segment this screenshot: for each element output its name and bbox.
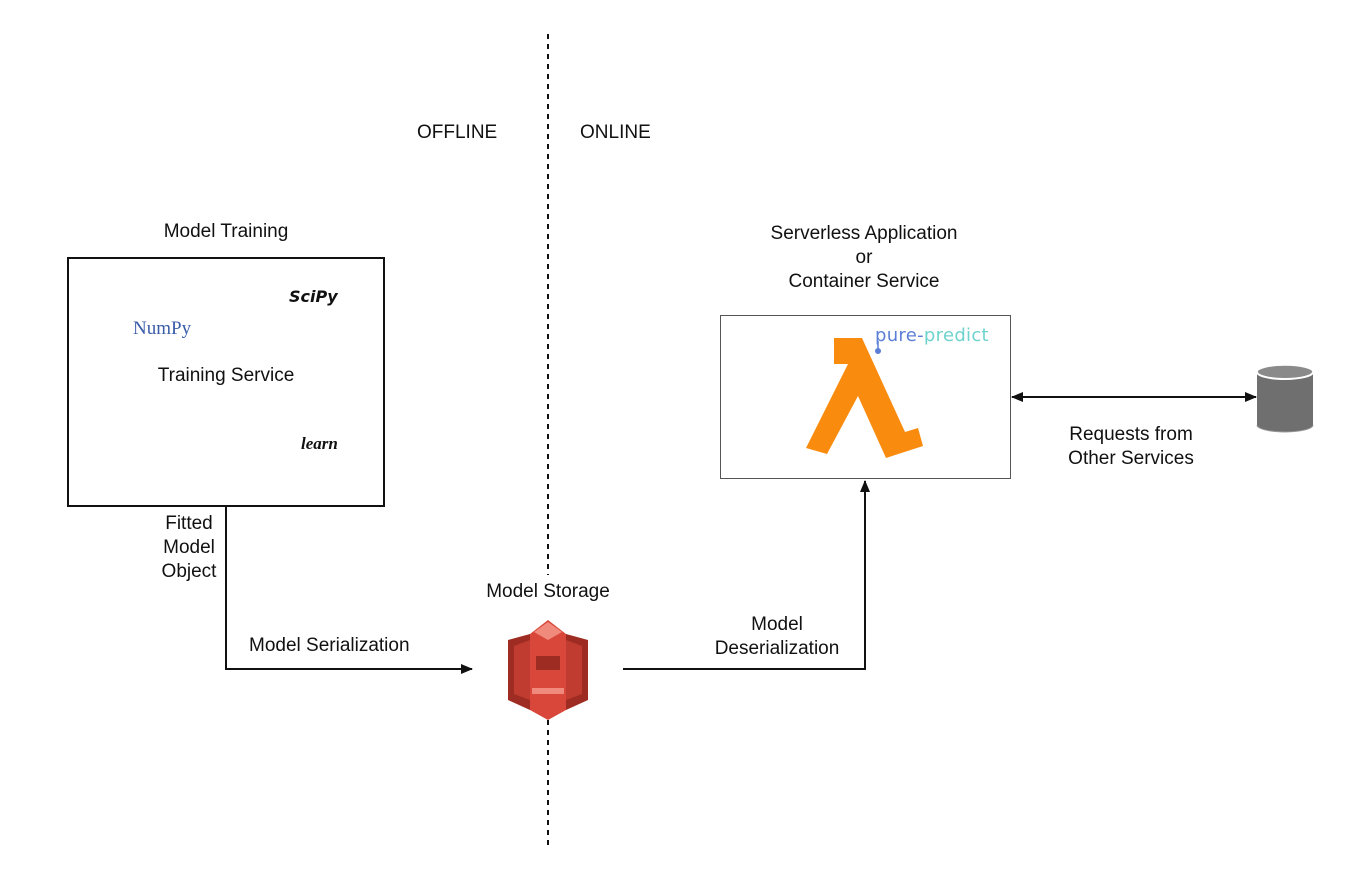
deserialization-label-line1: Model <box>751 614 803 635</box>
lambda-icon <box>806 338 923 458</box>
training-service-box[interactable] <box>67 257 385 507</box>
model-training-title: Model Training <box>163 221 289 242</box>
serialization-label: Model Serialization <box>249 635 410 656</box>
model-storage-title: Model Storage <box>486 581 610 602</box>
fitted-label-line1: Fitted <box>165 513 213 534</box>
pure-predict-brand-part1: pure- <box>875 325 924 346</box>
requests-label-line1: Requests from <box>1069 424 1193 445</box>
pure-predict-brand-part2: predict <box>923 325 989 346</box>
online-label: ONLINE <box>580 122 651 143</box>
database-icon <box>1256 364 1314 433</box>
sklearn-logo-small-text: scikit <box>309 426 325 433</box>
requests-label-line2: Other Services <box>1068 448 1194 469</box>
serialization-connector <box>225 506 473 674</box>
serving-title-line2: or <box>855 247 873 268</box>
scipy-logo-text: SciPy <box>289 287 338 306</box>
training-service-label: Training Service <box>157 365 295 386</box>
deserialization-connector <box>623 480 870 670</box>
fitted-label-line2: Model <box>163 537 215 558</box>
numpy-logo-text: NumPy <box>133 318 192 339</box>
pure-predict-brand: pure-predict <box>875 325 989 346</box>
offline-label: OFFLINE <box>417 122 498 143</box>
serverless-service-box[interactable] <box>720 315 1011 479</box>
sklearn-logo-text: learn <box>301 434 338 453</box>
serving-title-line3: Container Service <box>788 271 940 292</box>
deserialization-label-line2: Deserialization <box>714 638 840 659</box>
s3-bucket-icon <box>508 620 588 720</box>
fitted-label-line3: Object <box>161 561 217 582</box>
pure-predict-pin-icon <box>875 341 881 354</box>
serving-title-line1: Serverless Application <box>770 223 958 244</box>
